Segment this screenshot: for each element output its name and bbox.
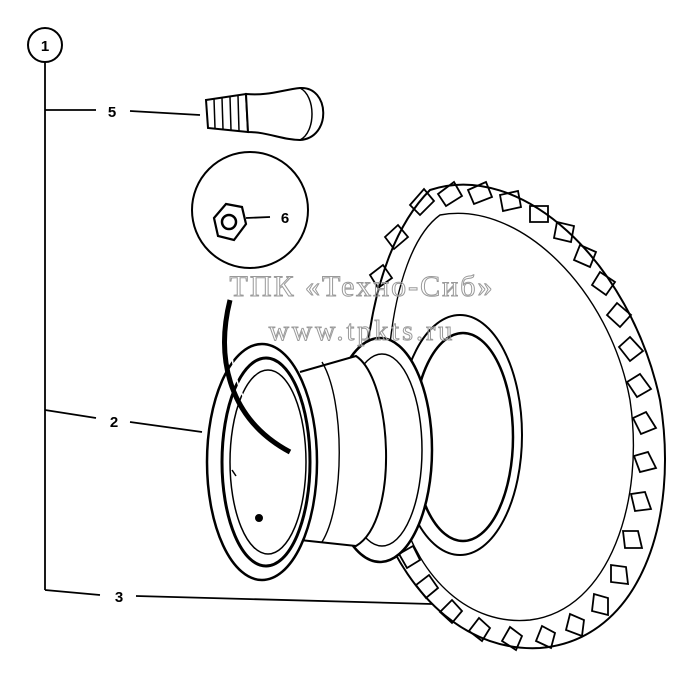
leader-2-right — [129, 421, 203, 433]
watermark-line-2: www.tpkts.ru — [269, 316, 456, 347]
rim — [205, 336, 434, 582]
rim-barrel — [299, 354, 387, 548]
valve-cap-knurled — [204, 92, 250, 134]
leader-lines — [44, 62, 433, 605]
group-callout-label: 1 — [41, 38, 49, 55]
nut-bore — [220, 213, 238, 231]
tube-stem — [222, 299, 293, 455]
nut-detail-circle — [191, 151, 309, 269]
rim-notch — [231, 469, 237, 477]
rim-lock-ring — [229, 369, 307, 555]
leader-6 — [245, 216, 271, 219]
watermark: ТПК «Техно-Сиб» www.tpkts.ru — [229, 270, 495, 348]
rim-valve-hole — [255, 514, 263, 522]
tire-tread — [368, 180, 658, 652]
callout-6: 6 — [281, 210, 289, 227]
leader-5-right — [129, 110, 201, 116]
watermark-line-1: ТПК «Техно-Сиб» — [230, 270, 495, 303]
callout-5: 5 — [108, 104, 116, 121]
callout-3: 3 — [115, 589, 123, 606]
valve-cap-body — [244, 86, 325, 142]
callouts: 1 5 6 2 3 — [27, 27, 289, 606]
group-callout-circle — [27, 27, 63, 63]
valve-cap-ribs — [213, 95, 240, 132]
leader-2-left — [44, 409, 97, 419]
leader-3-left — [44, 589, 101, 596]
rim-barrel-shade — [321, 361, 340, 543]
rim-front-flange — [205, 342, 319, 582]
nut-detail — [191, 151, 309, 269]
callout-2: 2 — [110, 414, 118, 431]
leader-3-right — [135, 595, 433, 605]
valve-cap — [204, 86, 325, 142]
nut-hexagon — [212, 202, 248, 242]
rim-front-flange-inner — [220, 356, 312, 568]
